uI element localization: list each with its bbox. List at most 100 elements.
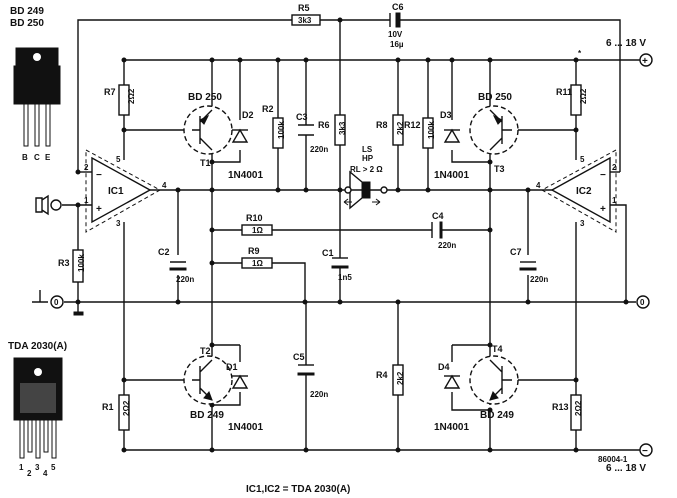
supply-negative: − 6 ... 18 V xyxy=(606,443,653,474)
ic1-plus: + xyxy=(96,204,102,215)
t1-name: T1 xyxy=(200,158,211,168)
r11-value: 2Ω2 xyxy=(579,88,588,104)
bd-pin-c: C xyxy=(34,153,40,162)
ground-left-symbol: 0 xyxy=(54,298,59,307)
r9-name: R9 xyxy=(248,246,260,256)
c2-value: 220n xyxy=(176,275,194,284)
capacitor-c3: C3 220n xyxy=(296,112,328,154)
resistor-r13: 2Ω2 R13 xyxy=(552,394,583,431)
t3-type: BD 250 xyxy=(478,92,512,103)
ic2-pin4: 4 xyxy=(536,181,541,190)
ic1: IC1 − + 5 2 1 4 3 xyxy=(84,149,167,233)
resistor-r6: 3k3 R6 xyxy=(318,114,347,146)
ic1-minus: − xyxy=(96,170,102,181)
resistor-r2: 100k R2 xyxy=(262,104,286,149)
resistor-r4: 2k2 R4 xyxy=(376,364,405,396)
r5-value: 3k3 xyxy=(298,16,312,25)
bd-pin-e: E xyxy=(45,153,51,162)
c6-value1: 10V xyxy=(388,30,403,39)
capacitor-c2: C2 220n xyxy=(158,247,194,284)
speaker-line1: LS xyxy=(362,145,373,154)
ic2-plus: + xyxy=(600,204,606,215)
supply-plus-sign: + xyxy=(642,56,648,67)
speaker-load: RL > 2 Ω xyxy=(350,165,383,174)
r3-name: R3 xyxy=(58,258,70,268)
supply-negative-label: 6 ... 18 V xyxy=(606,463,646,474)
c3-value: 220n xyxy=(310,145,328,154)
capacitor-c1: C1 1n5 xyxy=(322,248,352,282)
resistor-r9: 1Ω R9 xyxy=(241,246,273,269)
r7-name: R7 xyxy=(104,87,116,97)
supply-positive-label: 6 ... 18 V xyxy=(606,38,646,49)
ic2-pin3: 3 xyxy=(580,219,585,228)
resistor-r11: 2Ω2 R11 xyxy=(556,84,588,116)
r2-name: R2 xyxy=(262,104,274,114)
speaker: LS HP RL > 2 Ω xyxy=(343,145,388,210)
c7-name: C7 xyxy=(510,247,522,257)
tda-package-title: TDA 2030(A) xyxy=(8,341,67,352)
ic1-pin1: 1 xyxy=(84,196,89,205)
resistor-r5: 3k3 R5 xyxy=(291,3,321,26)
t1-type: BD 250 xyxy=(188,92,222,103)
resistor-r1: 2Ω2 R1 xyxy=(102,394,131,431)
speaker-line2: HP xyxy=(362,154,374,163)
r8-name: R8 xyxy=(376,120,388,130)
diode-d3: D3 1N4001 xyxy=(434,110,469,181)
ic2-pin1: 1 xyxy=(612,196,617,205)
t2-type: BD 249 xyxy=(190,410,224,421)
d4-type: 1N4001 xyxy=(434,422,469,433)
r1-name: R1 xyxy=(102,402,114,412)
ic2-minus: − xyxy=(600,170,606,181)
resistor-r12: 100k R12 xyxy=(404,117,436,149)
transistor-t3: BD 250 T3 xyxy=(469,92,519,174)
ground-right-symbol: 0 xyxy=(640,298,645,307)
tda-pin-2: 2 xyxy=(27,469,32,478)
supply-star: * xyxy=(578,49,582,58)
bd-pin-b: B xyxy=(22,153,28,162)
d2-type: 1N4001 xyxy=(228,170,263,181)
input-connector xyxy=(35,194,62,216)
tda-pin-1: 1 xyxy=(19,463,24,472)
ic1-pin5: 5 xyxy=(116,155,121,164)
r6-name: R6 xyxy=(318,120,330,130)
d2-name: D2 xyxy=(242,110,254,120)
bd-package-line1: BD 249 xyxy=(10,6,44,17)
tda-pin-3: 3 xyxy=(35,463,40,472)
r6-value: 3k3 xyxy=(338,121,347,135)
ic1-pin4: 4 xyxy=(162,181,167,190)
supply-minus-sign: − xyxy=(642,446,648,457)
bd-package: BD 249 BD 250 B C E xyxy=(10,6,61,162)
r4-value: 2k2 xyxy=(396,371,405,385)
r3-value: 100k xyxy=(77,254,86,272)
c5-name: C5 xyxy=(293,352,305,362)
transistor-t4: T4 BD 249 xyxy=(469,344,519,421)
r10-name: R10 xyxy=(246,213,263,223)
d1-name: D1 xyxy=(226,362,238,372)
supply-positive: + 6 ... 18 V * xyxy=(578,38,653,67)
junction-dots xyxy=(75,17,629,453)
resistor-r8: 2k2 R8 xyxy=(376,114,405,146)
bd-package-line2: BD 250 xyxy=(10,18,44,29)
ground-right: 0 xyxy=(636,295,650,309)
c4-name: C4 xyxy=(432,211,444,221)
ic2-label: IC2 xyxy=(576,186,592,197)
r2-value: 100k xyxy=(277,121,286,139)
r10-value: 1Ω xyxy=(252,226,263,235)
ic2-pin2: 2 xyxy=(612,163,617,172)
ic1-label: IC1 xyxy=(108,186,124,197)
c6-value2: 16µ xyxy=(390,40,404,49)
capacitor-c5: C5 220n xyxy=(293,352,328,399)
r12-name: R12 xyxy=(404,120,421,130)
tda-pin-5: 5 xyxy=(51,463,56,472)
resistor-r10: 1Ω R10 xyxy=(241,213,273,236)
r11-name: R11 xyxy=(556,87,572,97)
c1-name: C1 xyxy=(322,248,334,258)
r12-value: 100k xyxy=(427,121,436,139)
tda-package: TDA 2030(A) 1 2 3 4 5 xyxy=(8,341,67,478)
r8-value: 2k2 xyxy=(396,121,405,135)
c2-name: C2 xyxy=(158,247,170,257)
ground-left: 0 xyxy=(32,290,84,316)
diode-d1: D1 1N4001 xyxy=(226,362,263,433)
d4-name: D4 xyxy=(438,362,450,372)
